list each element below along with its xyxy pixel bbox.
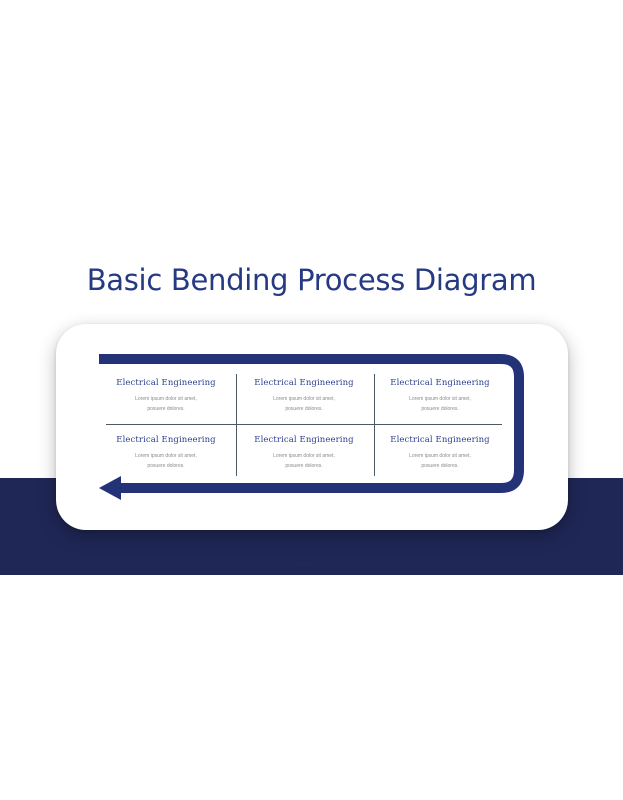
step-title: Electrical Engineering (254, 435, 354, 445)
step-title: Electrical Engineering (116, 378, 216, 388)
step-description: Lorem ipsum dolor sit amet, posuere dolo… (409, 396, 471, 412)
diagram-card: Electrical Engineering Lorem ipsum dolor… (56, 324, 568, 530)
bending-arrow-icon (99, 354, 524, 500)
step-description: Lorem ipsum dolor sit amet, posuere dolo… (135, 396, 197, 412)
step-description: Lorem ipsum dolor sit amet, posuere dolo… (273, 453, 335, 469)
process-step: Electrical Engineering Lorem ipsum dolor… (100, 378, 232, 414)
step-description: Lorem ipsum dolor sit amet, posuere dolo… (273, 396, 335, 412)
process-step: Electrical Engineering Lorem ipsum dolor… (238, 435, 370, 471)
process-step: Electrical Engineering Lorem ipsum dolor… (374, 378, 506, 414)
grid-divider (106, 424, 502, 425)
page-title: Basic Bending Process Diagram (86, 263, 537, 297)
grid-divider (236, 374, 237, 476)
step-title: Electrical Engineering (390, 378, 490, 388)
step-title: Electrical Engineering (390, 435, 490, 445)
step-description: Lorem ipsum dolor sit amet, posuere dolo… (409, 453, 471, 469)
grid-divider (374, 374, 375, 476)
process-step: Electrical Engineering Lorem ipsum dolor… (100, 435, 232, 471)
slide: Basic Bending Process Diagram Electrical… (0, 225, 623, 575)
step-description: Lorem ipsum dolor sit amet, posuere dolo… (135, 453, 197, 469)
step-title: Electrical Engineering (254, 378, 354, 388)
process-step: Electrical Engineering Lorem ipsum dolor… (374, 435, 506, 471)
step-title: Electrical Engineering (116, 435, 216, 445)
process-step: Electrical Engineering Lorem ipsum dolor… (238, 378, 370, 414)
footer-text: ........... (292, 556, 331, 566)
process-grid: Electrical Engineering Lorem ipsum dolor… (106, 374, 502, 476)
